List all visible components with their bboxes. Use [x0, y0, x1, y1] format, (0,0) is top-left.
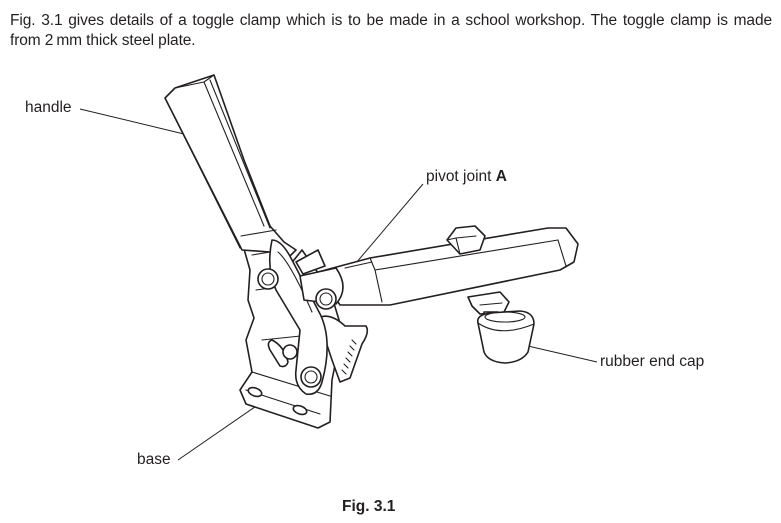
handle-leader [79, 108, 185, 135]
label-pivot-joint: pivot joint A [426, 168, 507, 186]
toothed-jaw [317, 315, 369, 383]
label-handle: handle [25, 99, 72, 116]
rivet-lower [300, 366, 322, 388]
rivet-upper-left [257, 268, 279, 290]
figure-caption: Fig. 3.1 [342, 498, 396, 515]
base-leader [177, 399, 266, 461]
label-rubber-end-cap: rubber end cap [600, 353, 705, 370]
pivot-rivets [257, 268, 337, 388]
handle-part [164, 74, 297, 263]
pivot-joint-letter: A [495, 168, 507, 185]
intro-paragraph: Fig. 3.1 gives details of a toggle clamp… [10, 12, 772, 49]
rivet-mid [282, 344, 298, 360]
rubber-end-cap [476, 310, 535, 364]
pivot-joint-text: pivot joint [426, 168, 496, 185]
base-hole-left [247, 386, 263, 398]
hex-bolt-top [446, 225, 486, 255]
pivot-joint-a [315, 288, 337, 310]
base-hole-right [292, 404, 308, 416]
base-holes [247, 386, 308, 416]
label-base: base [137, 451, 171, 468]
